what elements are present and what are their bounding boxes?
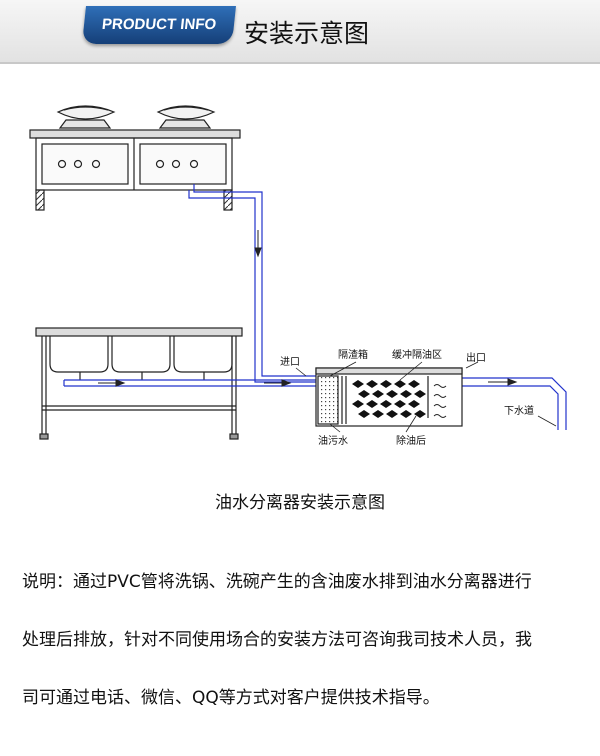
label-sewer: 下水道 — [504, 404, 534, 417]
label-outlet: 出口 — [466, 351, 486, 364]
triple-sink — [35, 327, 243, 440]
label-inlet: 进口 — [280, 356, 300, 368]
description-line-1: 说明：通过PVC管将洗锅、洗碗产生的含油废水排到油水分离器进行 — [22, 572, 532, 592]
label-screen-box: 隔渣箱 — [338, 348, 368, 361]
page-title: 安装示意图 — [244, 19, 370, 48]
label-oily-water: 油污水 — [318, 434, 348, 447]
label-after-oil-removal: 除油后 — [396, 434, 426, 447]
header-bar: PRODUCT INFO 安装示意图 — [0, 0, 600, 64]
flow-arrows — [98, 230, 518, 387]
installation-diagram: 进口 隔渣箱 缓冲隔油区 出口 下水道 油污水 除油后 — [29, 105, 567, 447]
description-line-3: 司可通过电话、微信、QQ等方式对客户提供技术指导。 — [22, 688, 440, 708]
wok-left — [56, 105, 116, 129]
diagram-caption: 油水分离器安装示意图 — [215, 493, 385, 513]
wok-right — [156, 105, 216, 129]
description-line-2: 处理后排放，针对不同使用场合的安装方法可咨询我司技术人员，我 — [22, 630, 532, 650]
stove — [29, 105, 241, 211]
clean-water-waves — [433, 384, 447, 418]
product-info-badge: PRODUCT INFO — [82, 6, 236, 44]
drain-pipes — [63, 184, 567, 430]
label-buffer-zone: 缓冲隔油区 — [392, 348, 442, 361]
label-leaders — [295, 361, 557, 433]
coalescing-media — [352, 380, 426, 418]
oil-water-separator — [315, 367, 463, 427]
